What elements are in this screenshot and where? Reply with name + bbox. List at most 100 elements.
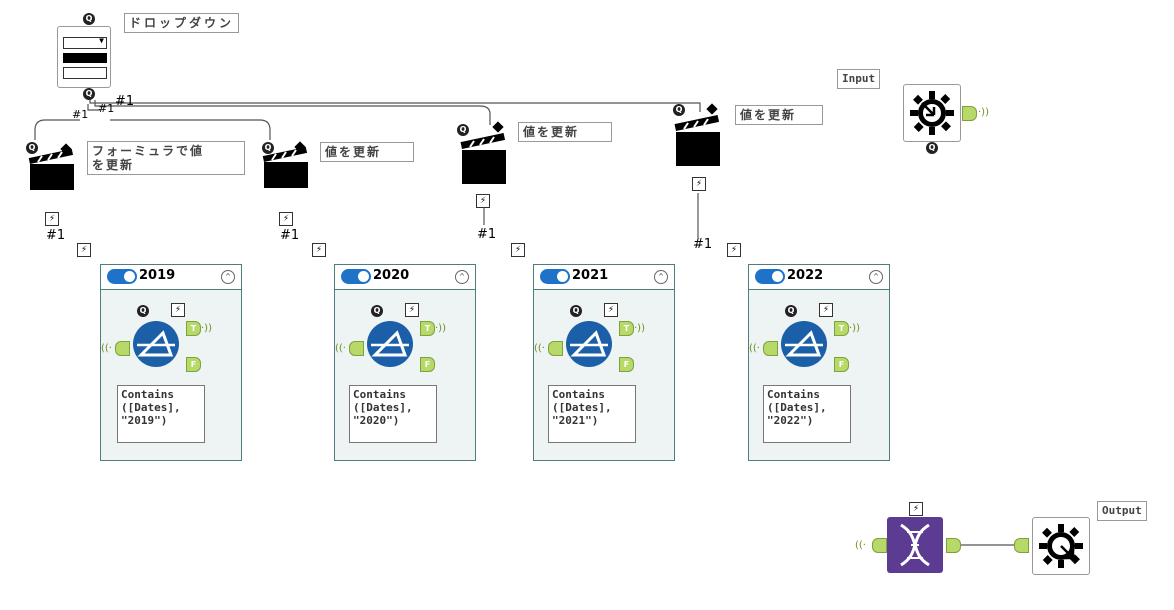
signal-out-icon: ·)) <box>435 323 446 334</box>
collapse-icon[interactable]: ^ <box>654 270 668 284</box>
bolt-icon: ⚡ <box>476 194 490 208</box>
dna-icon <box>900 523 930 567</box>
filter-tool[interactable] <box>566 321 612 367</box>
filter-expression: Contains ([Dates], "2020") <box>349 385 437 443</box>
input-anchor[interactable] <box>763 341 778 356</box>
question-icon: Q <box>137 305 149 317</box>
signal-in-icon: ((· <box>534 343 545 354</box>
false-anchor[interactable]: F <box>834 357 849 372</box>
filter-expression: Contains ([Dates], "2022") <box>763 385 851 443</box>
question-icon: Q <box>83 88 95 100</box>
input-anchor[interactable] <box>115 341 130 356</box>
question-icon: Q <box>785 305 797 317</box>
question-icon: Q <box>457 124 469 136</box>
container-toggle[interactable] <box>755 269 785 284</box>
connection-label: #1 <box>98 102 115 115</box>
true-anchor[interactable]: T <box>420 321 435 336</box>
output-anchor[interactable] <box>962 106 977 121</box>
question-icon: Q <box>926 142 938 154</box>
question-icon: Q <box>371 305 383 317</box>
bolt-icon: ⚡ <box>45 212 59 226</box>
connection-label: #1 <box>477 227 497 242</box>
container-2022[interactable]: 2022 ^ Q ⚡ ((· T ·)) F Contains ([Dates]… <box>748 264 890 461</box>
false-anchor[interactable]: F <box>619 357 634 372</box>
input-anchor[interactable] <box>349 341 364 356</box>
signal-out-icon: ·)) <box>978 107 989 118</box>
action-annotation-4: 値を更新 <box>735 105 823 125</box>
action-annotation-2: 値を更新 <box>320 142 414 162</box>
connection-label: #1 <box>46 228 66 243</box>
bolt-icon: ⚡ <box>692 177 706 191</box>
filter-tool[interactable] <box>133 321 179 367</box>
filter-icon <box>371 330 409 357</box>
action-tool-3[interactable] <box>460 120 512 186</box>
connection-label: #1 <box>72 108 89 121</box>
question-icon: Q <box>26 142 38 154</box>
false-anchor[interactable]: F <box>420 357 435 372</box>
container-toggle[interactable] <box>341 269 371 284</box>
filter-icon <box>137 330 175 357</box>
action-annotation-3: 値を更新 <box>518 122 612 142</box>
signal-in-icon: ((· <box>335 343 346 354</box>
question-icon: Q <box>262 142 274 154</box>
signal-out-icon: ·)) <box>201 323 212 334</box>
container-header: 2022 ^ <box>749 265 889 290</box>
container-title: 2022 <box>787 268 824 283</box>
filter-expression: Contains ([Dates], "2021") <box>548 385 636 443</box>
action-tool-4[interactable] <box>674 102 726 168</box>
container-title: 2021 <box>572 268 609 283</box>
bolt-icon: ⚡ <box>171 303 185 317</box>
container-title: 2020 <box>373 268 410 283</box>
input-annotation: Input <box>837 69 881 89</box>
macro-input-tool[interactable] <box>903 84 961 142</box>
bolt-icon: ⚡ <box>727 243 741 257</box>
container-toggle[interactable] <box>540 269 570 284</box>
question-icon: Q <box>570 305 582 317</box>
connection-label: #1 <box>693 237 713 252</box>
filter-tool[interactable] <box>367 321 413 367</box>
dropdown-option-bar <box>63 67 107 79</box>
filter-icon <box>785 330 823 357</box>
dropdown-field: ▼ <box>63 36 107 49</box>
container-header: 2019 ^ <box>101 265 241 290</box>
container-header: 2020 ^ <box>335 265 475 290</box>
false-anchor[interactable]: F <box>186 357 201 372</box>
true-anchor[interactable]: T <box>834 321 849 336</box>
bolt-icon: ⚡ <box>77 243 91 257</box>
bolt-icon: ⚡ <box>604 303 618 317</box>
action-tool-1[interactable] <box>28 142 80 192</box>
bolt-icon: ⚡ <box>405 303 419 317</box>
filter-expression: Contains ([Dates], "2019") <box>117 385 205 443</box>
input-anchor[interactable] <box>1014 538 1029 553</box>
signal-in-icon: ((· <box>101 343 112 354</box>
true-anchor[interactable]: T <box>186 321 201 336</box>
macro-output-tool[interactable] <box>1032 517 1090 575</box>
input-anchor[interactable] <box>872 538 887 553</box>
collapse-icon[interactable]: ^ <box>455 270 469 284</box>
output-anchor[interactable] <box>946 538 961 553</box>
container-2021[interactable]: 2021 ^ Q ⚡ ((· T ·)) F Contains ([Dates]… <box>533 264 675 461</box>
connection-label: #1 <box>280 228 300 243</box>
collapse-icon[interactable]: ^ <box>221 270 235 284</box>
input-anchor[interactable] <box>548 341 563 356</box>
collapse-icon[interactable]: ^ <box>869 270 883 284</box>
action-tool-2[interactable] <box>262 140 314 190</box>
true-anchor[interactable]: T <box>619 321 634 336</box>
container-2019[interactable]: 2019 ^ Q ⚡ ((· T ·)) F Contains ([Dates]… <box>100 264 242 461</box>
container-title: 2019 <box>139 268 176 283</box>
chevron-down-icon: ▼ <box>99 36 104 45</box>
signal-out-icon: ·)) <box>634 323 645 334</box>
output-annotation: Output <box>1097 501 1147 521</box>
bolt-icon: ⚡ <box>279 212 293 226</box>
container-toggle[interactable] <box>107 269 137 284</box>
bolt-icon: ⚡ <box>819 303 833 317</box>
dna-tool[interactable] <box>887 517 943 573</box>
filter-tool[interactable] <box>781 321 827 367</box>
dropdown-tool[interactable]: ▼ <box>57 26 111 88</box>
question-icon: Q <box>83 13 95 25</box>
container-2020[interactable]: 2020 ^ Q ⚡ ((· T ·)) F Contains ([Dates]… <box>334 264 476 461</box>
container-header: 2021 ^ <box>534 265 674 290</box>
filter-icon <box>570 330 608 357</box>
signal-in-icon: ((· <box>855 540 866 551</box>
dropdown-annotation: ドロップダウン <box>124 13 240 33</box>
